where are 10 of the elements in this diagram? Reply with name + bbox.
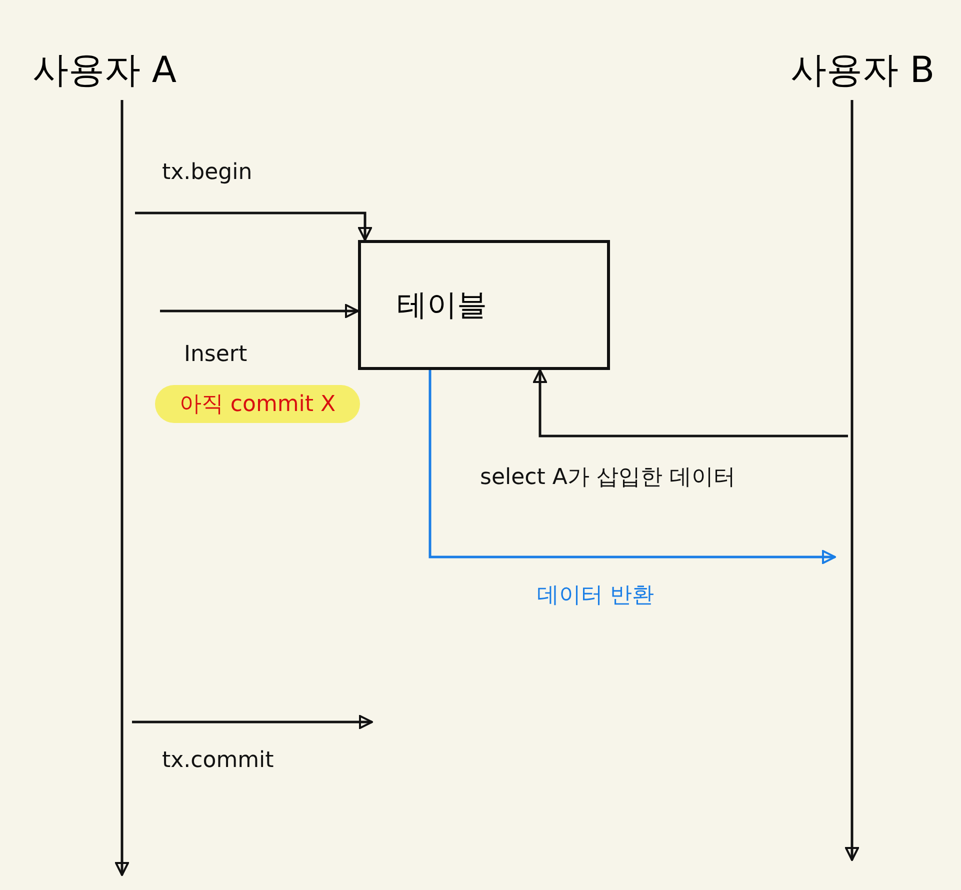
table-box: 테이블	[358, 240, 610, 370]
participant-label: 사용자 B	[785, 40, 940, 100]
arrow	[135, 212, 372, 241]
arrow	[428, 370, 836, 564]
highlight-note: 아직 commit X	[155, 385, 360, 423]
participant-label: 사용자 A	[22, 40, 187, 100]
lifeline	[115, 100, 129, 876]
arrow	[533, 369, 848, 438]
arrow	[160, 304, 359, 318]
lifeline	[845, 100, 859, 861]
